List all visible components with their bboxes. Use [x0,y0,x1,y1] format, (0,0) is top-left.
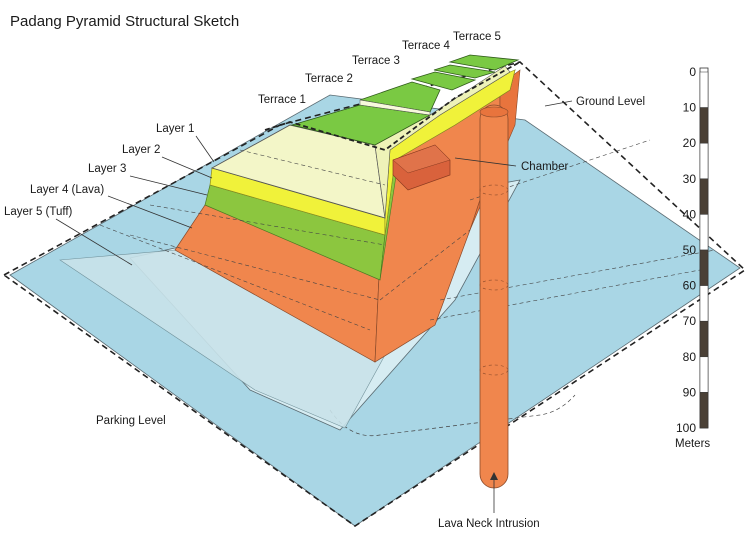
ground-level-leader [544,100,573,107]
terrace-4 [433,64,496,79]
lava-neck-tube [479,104,509,489]
terrace-3 [410,71,477,91]
lava-neck-arrowhead [490,472,498,480]
lava-neck-top [479,106,509,118]
layer5-leader [55,218,133,266]
layer5-tuff [59,249,386,429]
layer4-leader [107,195,193,229]
ground-level-label: Ground Level [576,96,645,108]
scale-segment [699,392,709,429]
scale-tick-label: 20 [683,136,697,150]
layer5-label: Layer 5 (Tuff) [4,206,73,218]
scale-segment [699,107,709,144]
scale-tick-label: 90 [683,385,697,399]
parking-level-outline [329,394,576,437]
chamber-label: Chamber [521,161,568,173]
terrace-1-label: Terrace 1 [258,94,306,106]
terrace-3-label: Terrace 3 [352,55,400,67]
layer4-label: Layer 4 (Lava) [30,184,104,196]
scale-unit-label: Meters [675,438,710,450]
terrace-2-label: Terrace 2 [305,73,353,85]
layer2-leader [161,156,213,179]
scale-segment [699,178,709,215]
scale-tick-label: 70 [683,314,697,328]
layer1-leader [195,135,215,163]
lava-neck-label: Lava Neck Intrusion [438,518,540,530]
ground-level-dashed [264,61,521,151]
chamber-top [392,144,451,174]
layer1-label: Layer 1 [156,123,194,135]
terrace-risers [359,99,431,116]
scale-tick-label: 0 [689,65,696,79]
scale-segment [699,320,709,358]
scale-tick-label: 60 [683,279,697,293]
scale-segment [699,356,709,393]
scale-segment [699,142,709,180]
parking-level-label: Parking Level [96,415,166,427]
scale-tick-label: 30 [683,172,697,186]
pyramid-dashed-outline [3,61,747,527]
scale-tick-label: 80 [683,350,697,364]
chamber-leader [454,157,517,167]
scale-segment [699,71,709,108]
scale-segment [699,285,709,322]
scale-segment [699,249,709,286]
terrace-5-label: Terrace 5 [453,31,501,43]
scale-tick-label: 40 [683,207,697,221]
scale-segment [699,214,709,251]
diagram-title: Padang Pyramid Structural Sketch [10,13,239,30]
scale-tick-labels: 0 10 20 30 40 50 60 70 80 90 100 [676,65,696,435]
lava-neck-rings [479,184,509,376]
depth-scale-bar [699,67,709,429]
layer2-label: Layer 2 [122,144,160,156]
terrace-5 [448,54,520,71]
scale-segments [699,71,709,429]
scale-tick-label: 50 [683,243,697,257]
layer3-leader [129,175,208,196]
scale-tick-label: 10 [683,101,697,115]
scale-tick-label: 100 [676,421,696,435]
layer3-label: Layer 3 [88,163,126,175]
terrace-4-label: Terrace 4 [402,40,451,52]
